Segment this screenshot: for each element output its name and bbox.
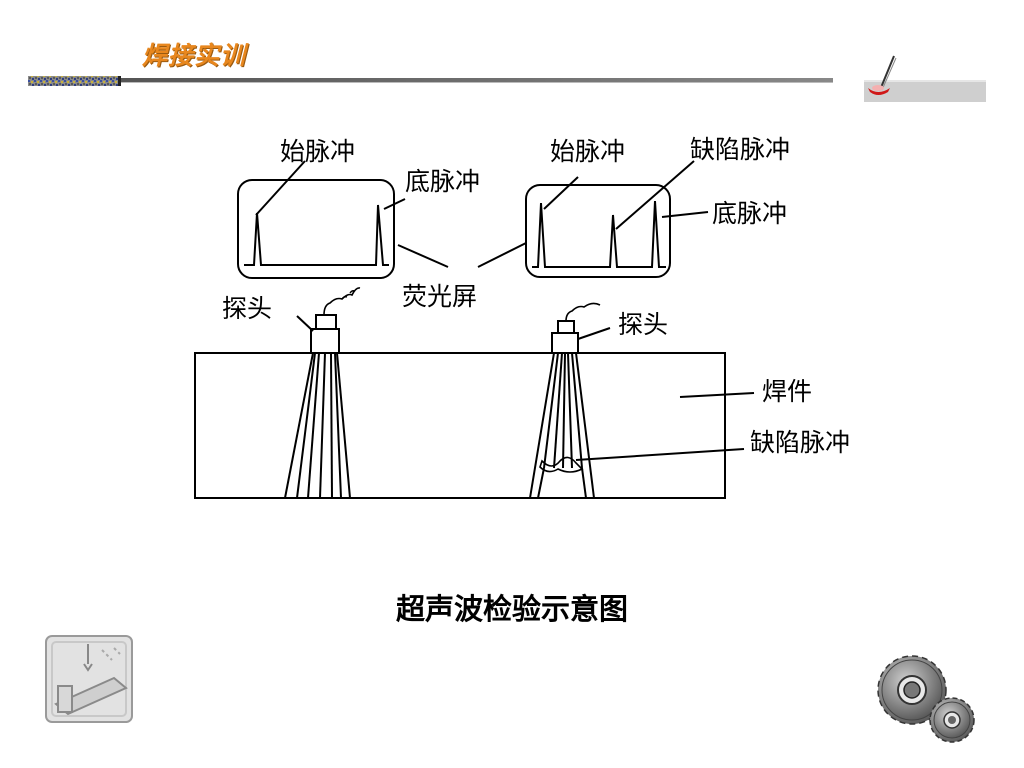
right-start-pulse-label: 始脉冲	[550, 137, 626, 166]
left-screen-trace	[244, 204, 389, 266]
left-start-pulse-label: 始脉冲	[280, 137, 356, 166]
right-screen	[525, 184, 671, 278]
workpiece-label: 焊件	[762, 377, 813, 406]
defect-pulse-label: 缺陷脉冲	[750, 428, 851, 457]
left-probe-body	[315, 314, 337, 330]
diagram-drawing	[194, 160, 755, 499]
right-probe-label: 探头	[618, 310, 669, 339]
left-probe-base	[310, 328, 340, 354]
left-bottom-pulse-label: 底脉冲	[405, 167, 481, 196]
large-gear	[877, 655, 947, 725]
right-bottom-pulse-label: 底脉冲	[712, 199, 788, 228]
right-defect-pulse-label: 缺陷脉冲	[690, 135, 791, 164]
defect	[539, 456, 584, 473]
header-title: 焊接实训	[142, 41, 247, 70]
left-screen	[237, 179, 395, 279]
ultrasonic-inspection-diagram: 始脉冲 底脉冲 始脉冲 缺陷脉冲 底脉冲 荧光屏 探头 探头 焊件 缺陷脉冲	[180, 125, 880, 529]
left-probe-label: 探头	[222, 294, 273, 323]
fluorescent-screen-label: 荧光屏	[402, 282, 478, 311]
workpiece	[194, 352, 726, 499]
right-probe-body	[557, 320, 575, 334]
gears-icon	[877, 655, 975, 743]
right-probe-base	[551, 332, 579, 354]
welding-torch-icon	[864, 55, 986, 102]
right-screen-trace	[532, 200, 666, 268]
figure-caption: 超声波检验示意图	[395, 592, 628, 626]
small-gear	[929, 697, 975, 743]
header-rule	[28, 76, 833, 86]
construction-crane-beam-icon	[45, 635, 133, 723]
